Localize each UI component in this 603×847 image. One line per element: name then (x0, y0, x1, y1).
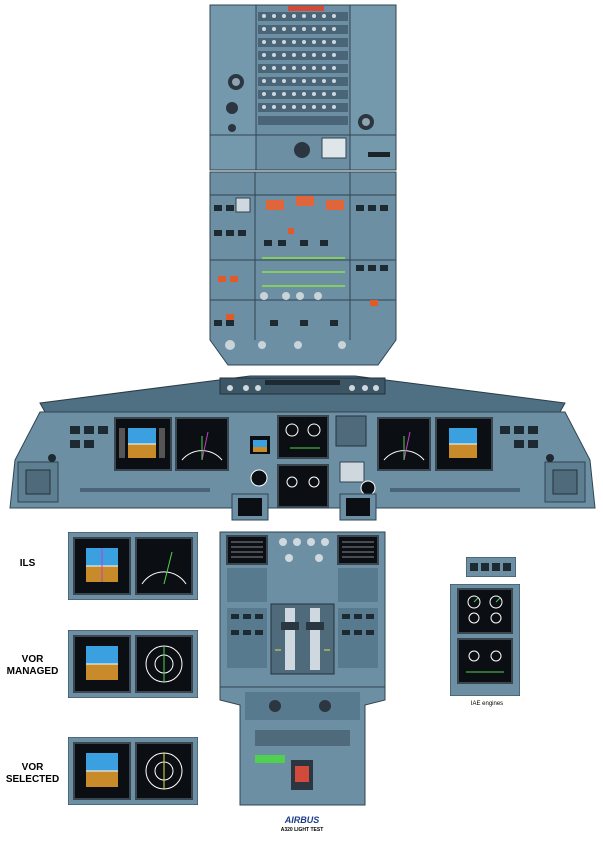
iae-ecam-panel (450, 584, 520, 696)
ils-label: ILS (19, 558, 36, 569)
iae-selector-strip (466, 557, 516, 577)
vor-selected-label-line2: SELECTED (5, 774, 60, 785)
vor-managed-label: VOR MANAGED (5, 654, 60, 678)
ils-display-pair (68, 532, 198, 600)
center-pedestal (215, 530, 390, 810)
airbus-logo: AIRBUS (284, 815, 320, 825)
vor-managed-label-line2: MANAGED (6, 666, 59, 677)
vor-selected-label: VOR SELECTED (5, 762, 60, 786)
engine-variant-label: IAE engines (470, 701, 504, 707)
vor-selected-label-line1: VOR (21, 762, 44, 773)
vor-managed-display-pair (68, 630, 198, 698)
vor-managed-label-line1: VOR (21, 654, 44, 665)
main-instrument-panel (0, 370, 603, 530)
overhead-panel (0, 0, 603, 370)
vor-selected-display-pair (68, 737, 198, 805)
poster-title: A320 LIGHT TEST (280, 827, 324, 833)
